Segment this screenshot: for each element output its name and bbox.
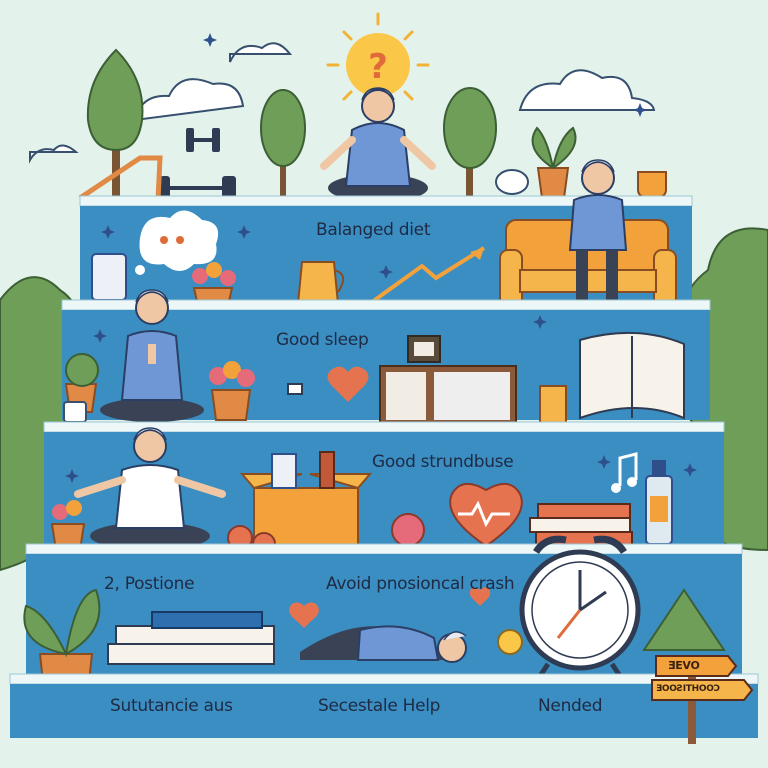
signpost-label-top: ƎEVO bbox=[668, 659, 700, 672]
teacup-icon bbox=[495, 169, 667, 200]
sun-question-icon: ? bbox=[326, 12, 430, 118]
pine-tree-icon bbox=[642, 588, 726, 651]
tree-icon bbox=[260, 89, 306, 200]
lotus-man bbox=[74, 427, 226, 550]
step-label-avoid-crash: Avoid pnosioncal crash bbox=[326, 574, 515, 594]
coin-icon bbox=[497, 629, 523, 655]
dumbbell-icon bbox=[78, 128, 236, 201]
signpost-label-bottom: ƎOOƧITHOOƆ bbox=[656, 684, 720, 694]
bottom-label-sututancie: Sututancie aus bbox=[110, 696, 233, 716]
praying-woman bbox=[100, 289, 204, 422]
bottom-label-nended: Nended bbox=[538, 696, 603, 716]
mug-icon bbox=[63, 401, 87, 423]
phone-icon bbox=[91, 253, 127, 301]
thought-bubble-icon bbox=[135, 210, 219, 275]
heartbeat-icon bbox=[449, 483, 523, 548]
step-label-postione: 2, Postione bbox=[104, 574, 195, 594]
flower-pot-icon bbox=[209, 361, 255, 421]
meditating-woman-top bbox=[320, 87, 436, 202]
step-label-balanced-diet: Balanged diet bbox=[316, 220, 431, 240]
broken-heart-icon bbox=[289, 587, 491, 628]
background-clouds bbox=[29, 42, 656, 164]
book-stack-icon bbox=[107, 611, 275, 665]
bottle-icon bbox=[645, 460, 673, 545]
glass-icon bbox=[539, 385, 567, 425]
flower-pot-icon bbox=[50, 500, 86, 551]
step-5 bbox=[0, 673, 768, 768]
tree-icon bbox=[443, 87, 497, 200]
music-note-icon bbox=[611, 452, 638, 493]
tree-icon bbox=[86, 48, 144, 200]
kettlebell-icon bbox=[391, 513, 425, 547]
open-book-icon bbox=[579, 331, 685, 420]
potted-plant-icon bbox=[531, 126, 577, 199]
step-label-good-strundbuse: Good strundbuse bbox=[372, 452, 514, 472]
signpost-icon bbox=[651, 655, 754, 744]
alarm-clock-icon bbox=[519, 535, 641, 678]
bottom-label-secestale-help: Secestale Help bbox=[318, 696, 441, 716]
apple-heart-icon bbox=[287, 366, 369, 402]
shelf-clock-icon bbox=[379, 335, 517, 427]
trend-arrow-icon bbox=[370, 246, 486, 304]
svg-text:?: ? bbox=[368, 47, 388, 87]
step-label-good-sleep: Good sleep bbox=[276, 330, 369, 350]
collapsed-woman bbox=[300, 625, 467, 663]
